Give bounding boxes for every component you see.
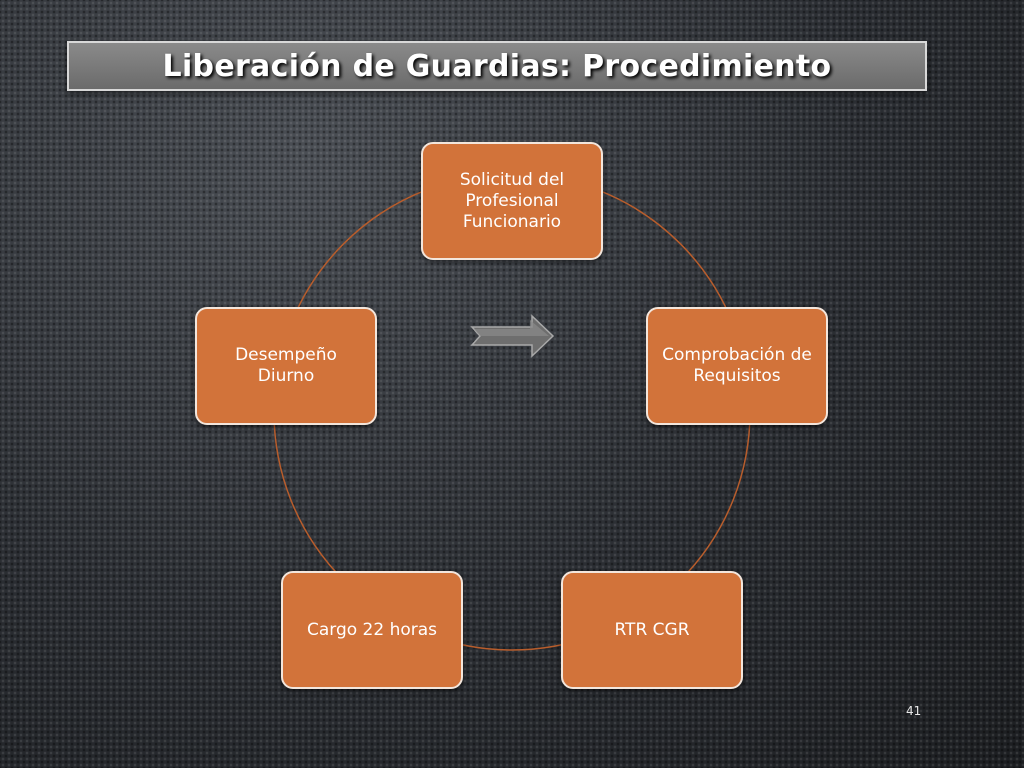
slide-title-box: Liberación de Guardias: Procedimiento <box>67 41 927 91</box>
node-solicitud: Solicitud del Profesional Funcionario <box>421 142 603 260</box>
page-number: 41 <box>906 704 922 718</box>
node-rtr-cgr: RTR CGR <box>561 571 743 689</box>
node-desempeno-diurno: Desempeño Diurno <box>195 307 377 425</box>
slide-title: Liberación de Guardias: Procedimiento <box>162 48 832 84</box>
node-cargo-22-horas: Cargo 22 horas <box>281 571 463 689</box>
node-comprobacion: Comprobación de Requisitos <box>646 307 828 425</box>
right-arrow-icon <box>470 314 555 358</box>
